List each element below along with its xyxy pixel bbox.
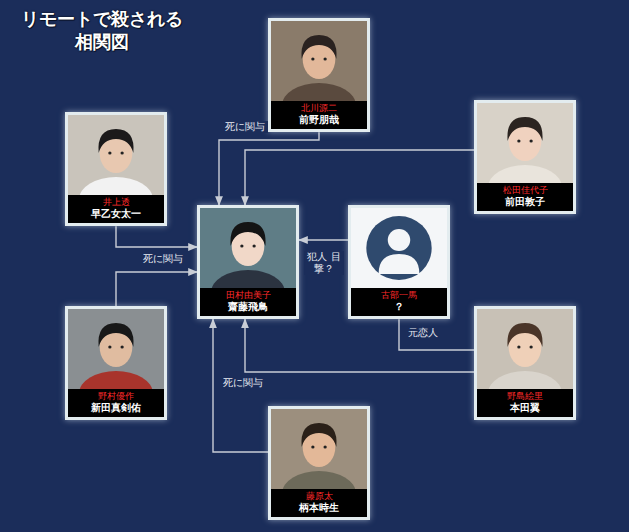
diagram-title: リモートで殺される 相関図 [14,8,190,53]
person-eye [529,345,532,348]
person-eye [517,345,520,348]
portrait-photo [271,21,367,101]
edge-label: 犯人 目撃？ [304,251,344,275]
person-eye [252,244,255,247]
character-card: 野村優作新田真剣佑 [65,306,167,420]
portrait-illustration [68,115,164,195]
name-bar: 井上透早乙女太一 [68,195,164,223]
actor-name: 新田真剣佑 [71,402,161,415]
person-eye [240,244,243,247]
person-hair [507,117,542,141]
actor-name: 本田翼 [480,402,570,415]
edge-label: 元恋人 [404,327,442,339]
character-name: 松田佳代子 [480,185,570,196]
name-bar: 野村優作新田真剣佑 [68,389,164,417]
edge-label: 死に関与 [140,253,186,265]
character-card: 藤原太柄本時生 [268,406,370,520]
character-name: 井上透 [71,197,161,208]
relation-connector [245,150,474,205]
character-name: 田村由美子 [203,290,293,301]
portrait-photo [68,309,164,389]
portrait-photo [477,309,573,389]
character-card: 田村由美子齋藤飛鳥 [197,205,299,319]
person-shoulders [282,471,356,489]
portrait-illustration [271,21,367,101]
person-eye [108,151,111,154]
character-card: 松田佳代子前田敦子 [474,100,576,214]
person-shoulders [488,165,562,183]
character-card: 北川源二前野朋哉 [268,18,370,132]
person-shoulders [488,371,562,389]
relation-connector [399,319,474,350]
relation-connector [299,239,348,240]
edge-label: 死に関与 [220,377,266,389]
portrait-illustration [271,409,367,489]
character-name: 藤原太 [274,491,364,502]
name-bar: 藤原太柄本時生 [271,489,367,517]
portrait-illustration [477,309,573,389]
name-bar: 古部一馬？ [351,288,447,316]
name-bar: 田村由美子齋藤飛鳥 [200,288,296,316]
character-name: 野村優作 [71,391,161,402]
person-eye [529,139,532,142]
relation-connector [213,319,268,452]
person-shoulders [79,177,153,195]
person-hair [301,423,336,447]
edge-label: 死に関与 [222,121,268,133]
person-hair [301,35,336,59]
person-eye [311,445,314,448]
person-eye [323,57,326,60]
person-hair [507,323,542,347]
name-bar: 松田佳代子前田敦子 [477,183,573,211]
portrait-photo [68,115,164,195]
actor-name: 柄本時生 [274,502,364,515]
person-hair [98,323,133,347]
avatar-circle [366,216,431,280]
portrait-illustration [200,208,296,288]
person-eye [108,345,111,348]
relation-connector [116,272,197,306]
person-hair [230,222,265,246]
name-bar: 野島絵里本田翼 [477,389,573,417]
actor-name: 齋藤飛鳥 [203,301,293,314]
avatar-ground [351,208,447,288]
person-shoulders [282,83,356,101]
portrait-illustration [477,103,573,183]
person-shoulders [211,270,285,288]
character-name: 北川源二 [274,103,364,114]
character-card: 井上透早乙女太一 [65,112,167,226]
person-eye [323,445,326,448]
character-card: 野島絵里本田翼 [474,306,576,420]
portrait-photo [200,208,296,288]
character-name: 古部一馬 [354,290,444,301]
person-eye [120,151,123,154]
actor-name: 前田敦子 [480,196,570,209]
portrait-photo [351,208,447,288]
relation-connector [116,226,197,247]
avatar-body [379,254,420,274]
actor-name: 早乙女太一 [71,208,161,221]
person-eye [517,139,520,142]
character-card: 古部一馬？ [348,205,450,319]
name-bar: 北川源二前野朋哉 [271,101,367,129]
person-eye [311,57,314,60]
character-name: 野島絵里 [480,391,570,402]
actor-name: 前野朋哉 [274,114,364,127]
portrait-photo [477,103,573,183]
portrait-photo [271,409,367,489]
person-eye [120,345,123,348]
person-hair [98,129,133,153]
relation-connector [245,319,474,372]
relation-connector [219,132,319,205]
portrait-illustration [68,309,164,389]
avatar-head [388,229,410,251]
actor-name: ？ [354,301,444,314]
portrait-illustration [351,208,447,288]
person-shoulders [79,371,153,389]
